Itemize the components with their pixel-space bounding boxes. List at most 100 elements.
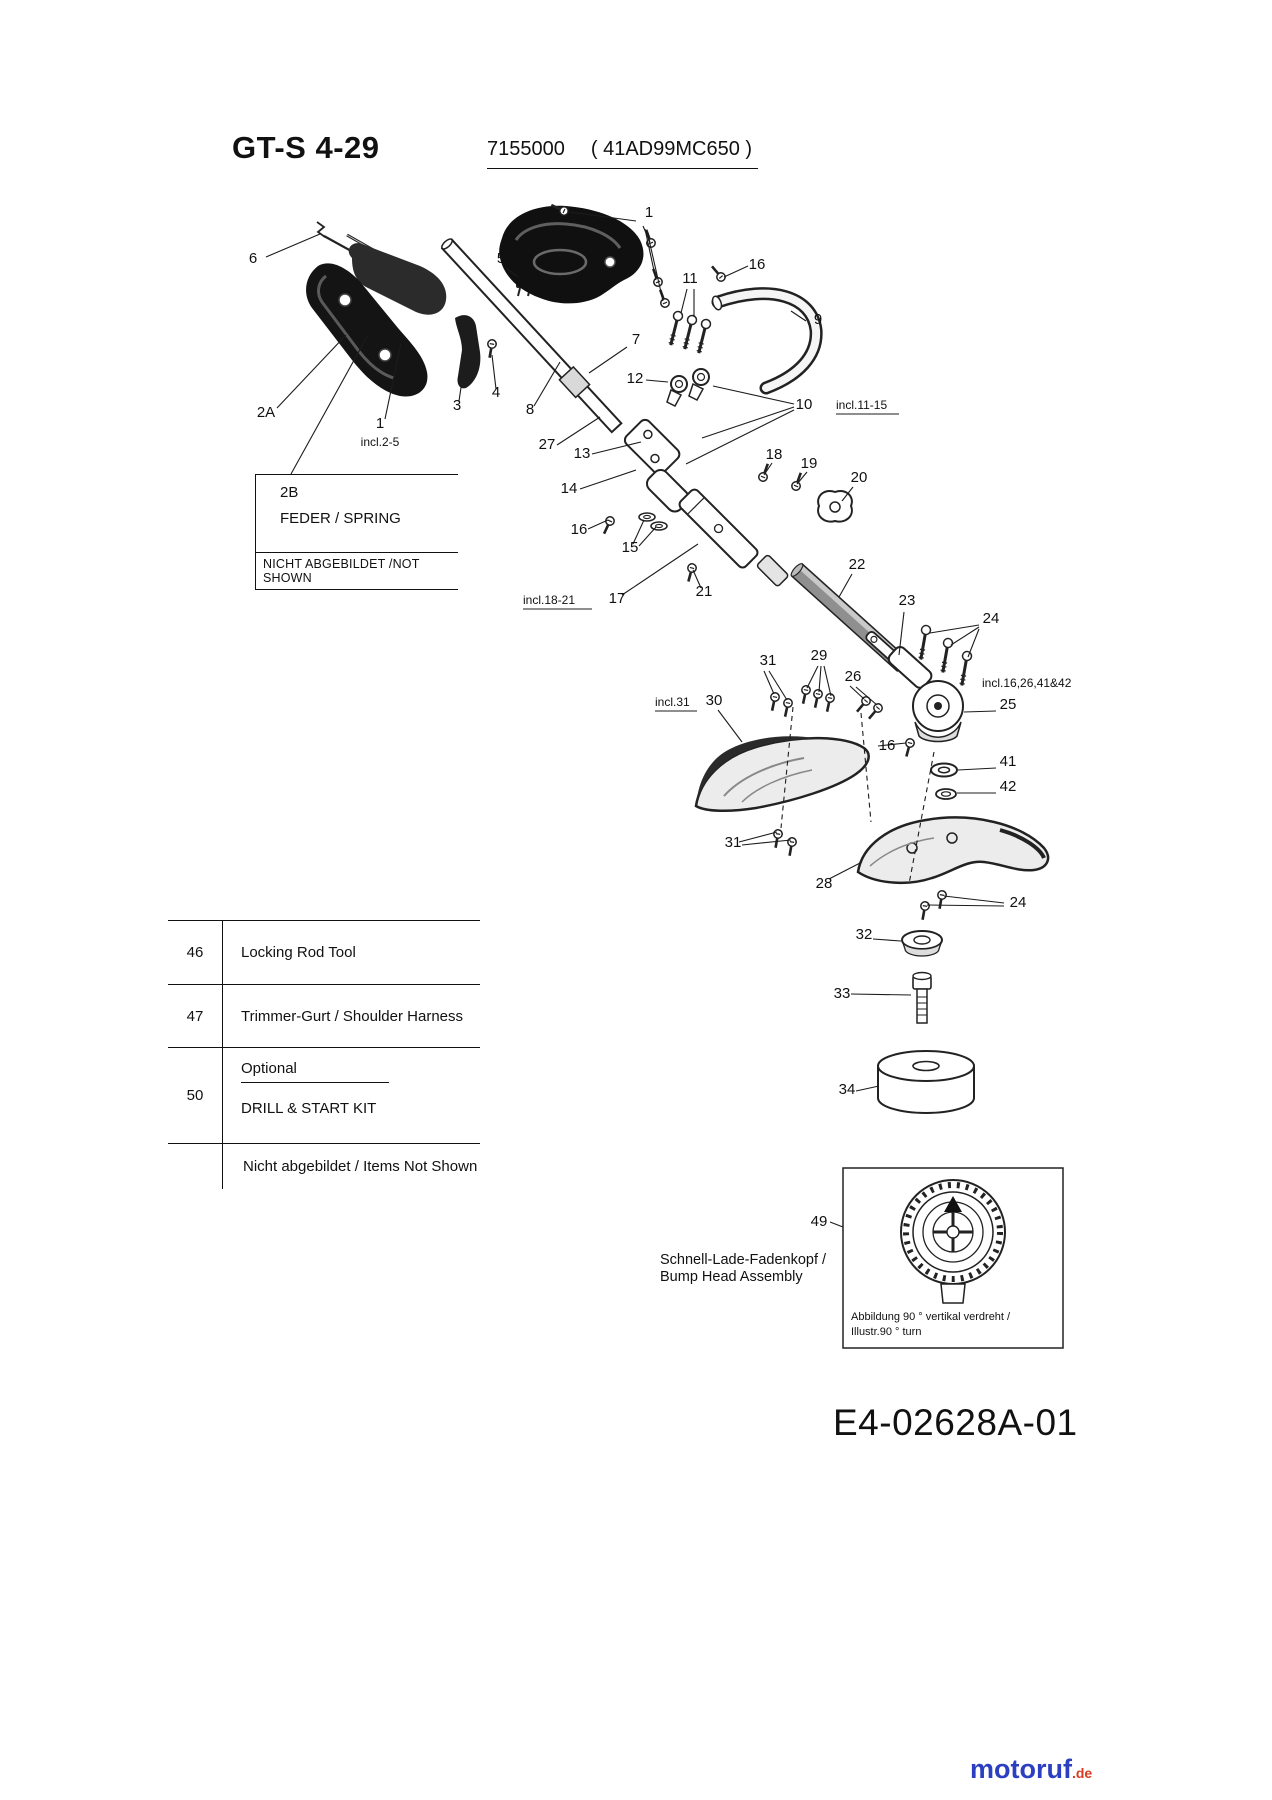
screw-shape [789,470,807,493]
callout-7: 7 [632,331,640,348]
callout-12: 12 [627,370,644,387]
callout-28: 28 [816,875,833,892]
callout-15: 15 [622,539,639,556]
kit-label: DRILL & START KIT [241,1100,377,1117]
screw-shape [779,696,795,719]
callout-16-mid: 16 [571,521,588,538]
coupler-shape [678,488,789,587]
bump-head-illustration [842,1167,1064,1349]
callout-10: 10 [796,396,813,413]
bump-head-caption-en: Bump Head Assembly [660,1269,803,1285]
callout-16-low: 16 [879,737,896,754]
screw-shape [934,888,949,911]
callout-49: 49 [811,1213,828,1230]
bolt-shape [914,623,933,662]
screw-shape [917,899,932,922]
guard-shape [694,736,870,812]
screw-shape [809,687,825,710]
spring-callout-2b: 2B [280,484,299,501]
screw-shape [598,514,617,537]
bump-head-note-de: Abbildung 90 ° vertikal verdreht / [851,1311,1011,1323]
screw-shape [707,262,729,285]
bump-head-note-en: Illustr.90 ° turn [851,1326,922,1338]
callout-4: 4 [492,384,500,401]
callout-incl-18-21: incl.18-21 [523,593,575,607]
lower-guard-shape [856,816,1050,884]
callout-25: 25 [1000,696,1017,713]
table-footer-note: Nicht abgebildet / Items Not Shown [243,1158,478,1175]
trigger-lever-shape [455,315,481,389]
callout-5: 5 [497,250,505,267]
logo-brand: motoruf [970,1754,1072,1784]
table-footer-spacer [168,1144,223,1189]
callout-incl-11-15: incl.11-15 [836,398,887,412]
washer-shape [638,512,656,522]
screw-shape [683,561,699,584]
callout-14: 14 [561,480,578,497]
callout-29: 29 [811,647,828,664]
table-row-label: Locking Rod Tool [241,944,356,961]
bar-clamp-shape [666,368,710,407]
dust-cap-shape [901,930,943,957]
main-shaft-shape [440,238,623,434]
bump-head-rotation-note: Abbildung 90 ° vertikal verdreht / Illus… [851,1310,1053,1340]
spring-note-box: 2B FEDER / SPRING NICHT ABGEBILDET /NOT … [255,474,458,590]
bolt-shape [955,649,974,688]
callout-6: 6 [249,250,257,267]
screw-shape [484,337,499,360]
screw-shape [654,287,672,310]
callout-24-low: 24 [1010,894,1027,911]
screw-shape [797,683,813,706]
callout-34: 34 [839,1081,856,1098]
bolt-33-shape [912,971,932,1024]
bump-head-caption-de: Schnell-Lade-Fadenkopf / [660,1252,827,1268]
table-row-number: 46 [168,921,223,984]
callout-19: 19 [801,455,818,472]
callout-2a: 2A [257,404,275,421]
table-row-number: 50 [168,1048,223,1143]
part-number: 7155000 [487,138,565,160]
callout-11: 11 [682,270,698,287]
page-title: GT-S 4-29 [232,130,380,165]
screw-shape [901,736,917,759]
spool-drum-shape [877,1050,975,1114]
callout-21: 21 [696,583,713,600]
handle-housing-top-shape [499,205,644,304]
screw-shape [821,691,837,714]
table-row-number: 47 [168,985,223,1047]
table-row-label: Trimmer-Gurt / Shoulder Harness [241,1007,463,1025]
j-handle-shape [711,287,823,395]
table-row: 50 Optional DRILL & START KIT [168,1048,480,1144]
callout-27: 27 [539,436,556,453]
callout-31-low: 31 [725,834,742,851]
callout-26: 26 [845,668,862,685]
callout-1-handle: 1 [376,415,384,432]
spring-label: FEDER / SPRING [280,510,401,527]
screw-shape [640,227,658,250]
callout-20: 20 [851,469,868,486]
table-row: 46 Locking Rod Tool [168,920,480,985]
document-number: E4-02628A-01 [833,1402,1078,1443]
callout-1-top: 1 [645,204,653,221]
callout-31-top: 31 [760,652,777,669]
callout-8: 8 [526,401,534,418]
callout-incl-31: incl.31 [655,695,690,709]
bolt-shape [664,309,685,348]
model-code: 7155000( 41AD99MC650 ) [487,138,759,169]
spring-not-shown-note: NICHT ABGEBILDET /NOT SHOWN [256,553,458,590]
callout-9: 9 [814,311,822,328]
washer-41-shape [930,762,958,778]
bolt-shape [936,636,955,675]
screw-shape [770,827,785,850]
callout-24-top: 24 [983,610,1000,627]
spring-note-main: 2B FEDER / SPRING [256,475,458,553]
callout-30: 30 [706,692,723,709]
callout-32: 32 [856,926,873,943]
callout-22: 22 [849,556,866,573]
callout-42: 42 [1000,778,1017,795]
callout-incl-2-5: incl.2-5 [361,435,400,449]
site-logo: motoruf.de [970,1754,1092,1785]
optional-heading: Optional [241,1060,389,1083]
